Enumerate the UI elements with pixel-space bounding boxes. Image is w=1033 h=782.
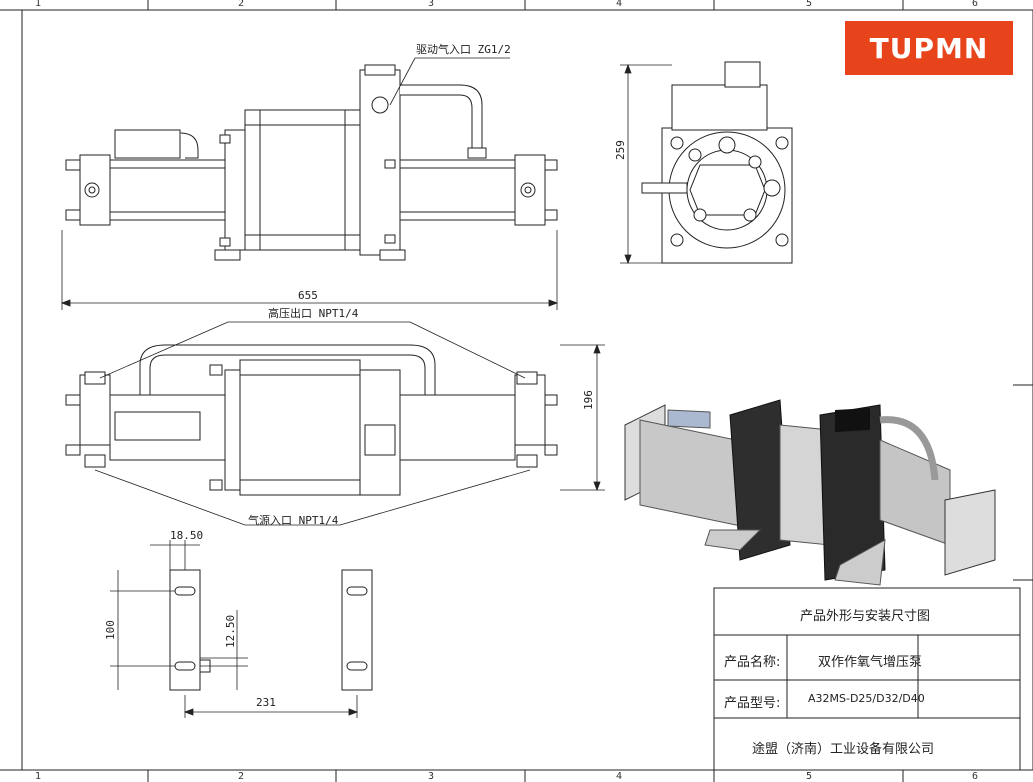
column-number: 1 [35,771,42,782]
mount-spacing-dimension: 100 [104,620,117,640]
company-name: 途盟（济南）工业设备有限公司 [752,742,935,757]
column-number: 4 [616,0,623,9]
column-number: 6 [972,771,979,782]
mount-view-dimensions [110,540,359,718]
column-number: 3 [428,771,435,782]
side-height-dimension: 259 [614,140,627,160]
column-number: 4 [616,771,623,782]
product-model-value: A32MS-D25/D32/D40 [808,692,925,705]
gas-inlet-label: 气源入口 NPT1/4 [248,514,339,527]
column-number: 5 [806,0,813,9]
product-name-label: 产品名称: [724,655,781,670]
side-view-drawing [641,61,793,264]
product-name-value: 双作作氧气增压泵 [818,655,923,670]
column-number: 2 [238,771,245,782]
top-height-dimension: 196 [582,390,595,410]
drive-air-inlet-label: 驱动气入口 ZG1/2 [416,43,511,56]
column-number: 1 [35,0,42,9]
column-number: 3 [428,0,435,9]
front-view-drawing [65,64,558,261]
mount-span-dimension: 231 [256,696,276,709]
pump-3d-render [624,399,996,586]
front-view-dimensions [60,57,559,310]
column-number: 2 [238,0,245,9]
top-view-drawing [65,344,558,496]
column-number: 6 [972,0,979,9]
mount-offset-dimension: 12.50 [224,614,237,648]
drawing-title: 产品外形与安装尺寸图 [800,609,931,624]
product-model-label: 产品型号: [724,696,781,711]
brand-logo: TUPMN [845,21,1013,75]
side-view-dimensions [620,63,672,265]
mount-view-drawing [169,569,373,691]
front-width-dimension: 655 [298,289,318,302]
top-view-dimensions [94,321,605,526]
title-block-grid [713,587,1021,771]
hp-outlet-label: 高压出口 NPT1/4 [268,307,359,320]
mount-width-dimension: 18.50 [170,529,204,542]
column-number: 5 [806,771,813,782]
